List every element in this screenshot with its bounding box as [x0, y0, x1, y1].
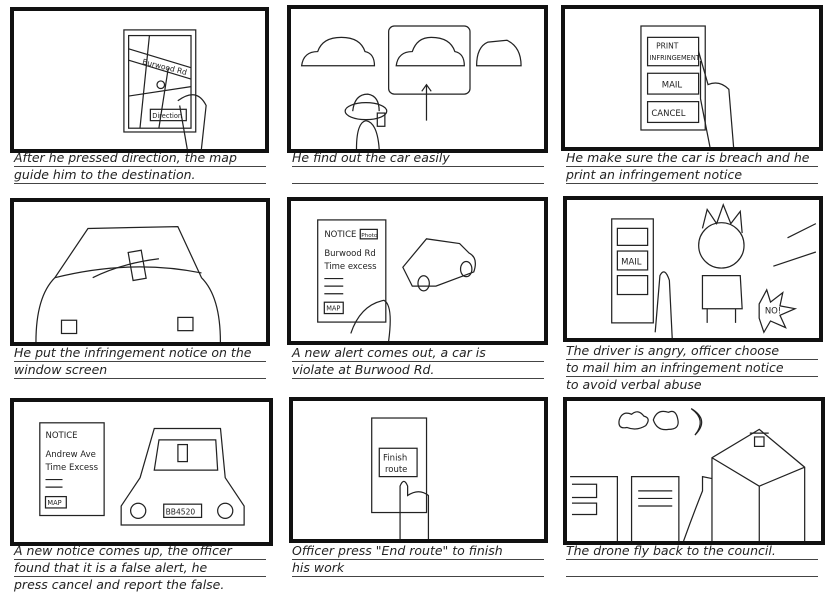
svg-text:Burwood Rd: Burwood Rd — [324, 249, 375, 259]
windshield-sketch — [35, 225, 222, 342]
svg-text:route: route — [385, 465, 407, 475]
cars-sketch — [300, 25, 522, 149]
drone-return-sketch — [570, 408, 806, 541]
caption-7: A new notice comes up, the officer found… — [14, 543, 266, 593]
panel-4 — [10, 198, 270, 346]
angry-driver-sketch: MAIL NO! — [611, 202, 817, 338]
map-phone-sketch: Burwood Rd Direction — [123, 29, 207, 149]
finish-route-button: Finish — [383, 454, 407, 464]
notice-title: NOTICE — [324, 230, 356, 240]
caption-9: The drone fly back to the council. — [566, 543, 818, 577]
svg-text:Photo: Photo — [361, 233, 378, 239]
caption-6: The driver is angry, officer choose to m… — [566, 343, 818, 393]
svg-text:Time excess: Time excess — [323, 262, 377, 272]
caption-4: He put the infringement notice on the wi… — [14, 345, 266, 379]
finish-route-sketch: Finish route — [371, 417, 430, 539]
panel-7: NOTICE Andrew Ave Time Excess MAP BB4520 — [10, 398, 273, 546]
print-screen-sketch: PRINT INFRINGEMENT MAIL CANCEL — [640, 25, 735, 147]
panel-2 — [287, 5, 548, 153]
caption-1: After he pressed direction, the map guid… — [14, 150, 266, 184]
mail-button: MAIL — [662, 80, 683, 90]
caption-5: A new alert comes out, a car is violate … — [292, 345, 544, 379]
direction-button: Direction — [152, 112, 182, 120]
cancel-button: CANCEL — [651, 109, 685, 119]
panel-5: NOTICE Photo Burwood Rd Time excess MAP — [287, 197, 548, 345]
panel-9 — [563, 397, 825, 545]
mail-button: MAIL — [621, 257, 642, 267]
license-plate: BB4520 — [166, 508, 196, 517]
shout-text: NO! — [765, 306, 781, 316]
false-alert-sketch: NOTICE Andrew Ave Time Excess MAP BB4520 — [39, 422, 245, 526]
panel-6: MAIL NO! — [563, 196, 823, 342]
svg-text:INFRINGEMENT: INFRINGEMENT — [649, 54, 700, 62]
svg-text:Andrew Ave: Andrew Ave — [45, 450, 95, 460]
panel-3: PRINT INFRINGEMENT MAIL CANCEL — [561, 5, 823, 151]
svg-text:Time Excess: Time Excess — [44, 463, 98, 473]
map-button: MAP — [326, 305, 340, 313]
panel-1: Burwood Rd Direction — [10, 7, 269, 153]
print-button: PRINT — [656, 42, 679, 51]
notice-alert-sketch: NOTICE Photo Burwood Rd Time excess MAP — [317, 219, 476, 341]
caption-8: Officer press "End route" to finish his … — [292, 543, 544, 577]
caption-2: He find out the car easily — [292, 150, 544, 184]
panel-8: Finish route — [289, 397, 548, 543]
caption-3: He make sure the car is breach and he pr… — [566, 150, 818, 184]
notice-title: NOTICE — [45, 431, 77, 441]
map-button: MAP — [47, 499, 61, 507]
